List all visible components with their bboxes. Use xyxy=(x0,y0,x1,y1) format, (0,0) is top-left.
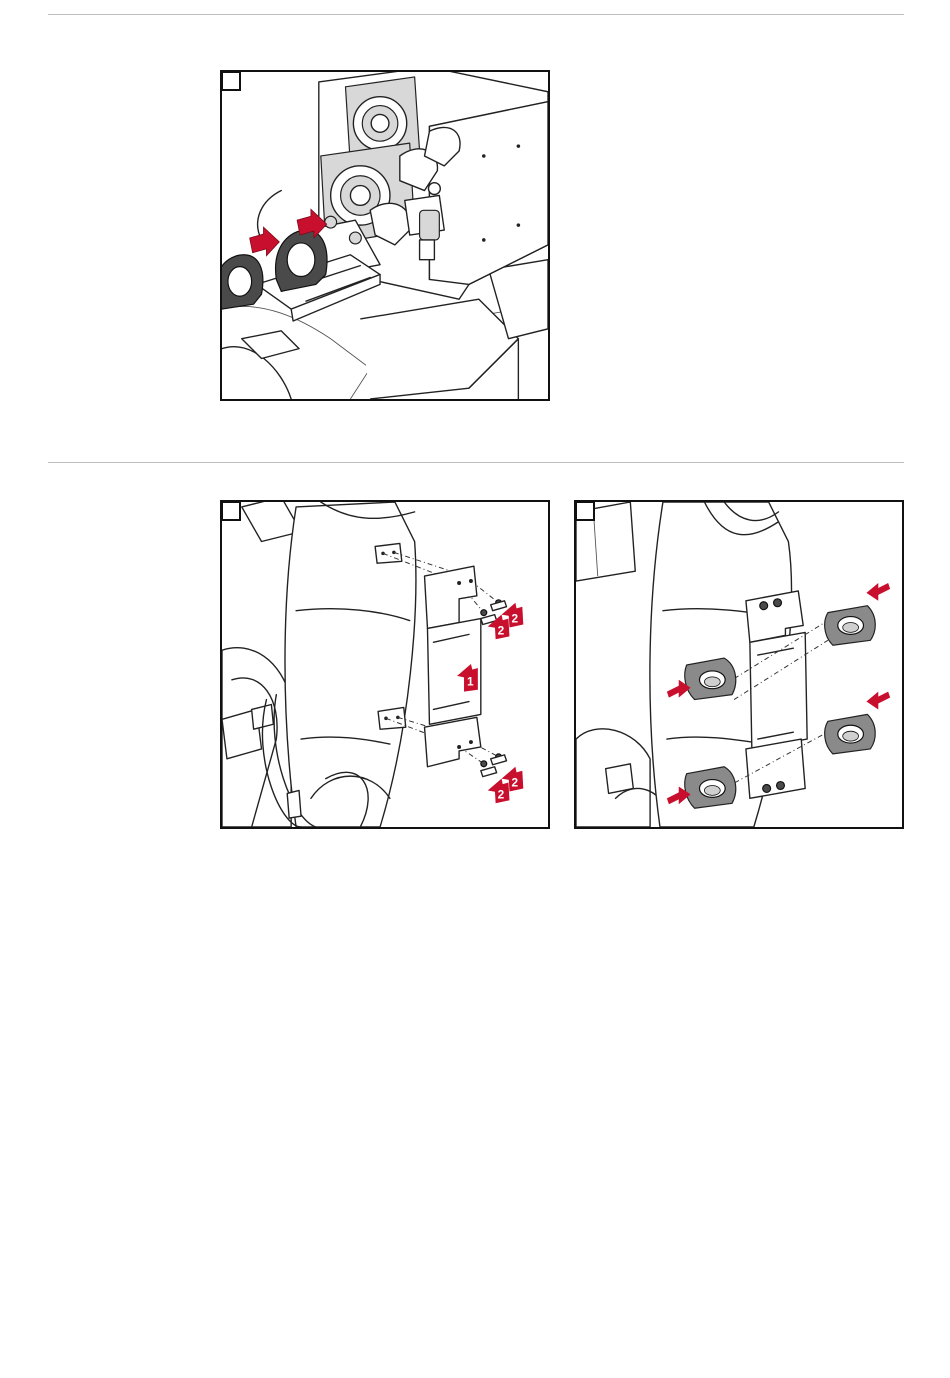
illustration-mounting-plate: 1 2 2 2 2 xyxy=(222,502,548,827)
figure-mounting-plate-screws: 1 2 2 2 2 xyxy=(220,500,550,829)
holder-ring-lower-right xyxy=(825,714,876,754)
section-divider xyxy=(48,462,904,463)
svg-text:1: 1 xyxy=(467,675,474,689)
holder-ring-upper-left xyxy=(685,658,736,699)
arrow-icon xyxy=(866,583,890,601)
arrow-icon xyxy=(866,692,890,710)
top-divider xyxy=(48,14,904,15)
step-number-box xyxy=(575,501,595,521)
step-number-box xyxy=(221,501,241,521)
figure-wire-feeder-holder-mount xyxy=(220,70,550,401)
illustration-holder-rings xyxy=(576,502,902,827)
callout-2-bottom-b: 2 xyxy=(488,779,510,804)
holder-ring-upper-right xyxy=(825,606,876,646)
svg-text:2: 2 xyxy=(511,775,518,789)
svg-text:2: 2 xyxy=(511,612,518,626)
arrow-icon xyxy=(250,227,280,256)
step-number-box xyxy=(221,71,241,91)
svg-text:2: 2 xyxy=(498,623,505,637)
holder-ring-lower-left xyxy=(685,767,736,808)
figure-holder-rings-mount xyxy=(574,500,904,829)
svg-text:2: 2 xyxy=(498,787,505,801)
illustration-wire-feeder xyxy=(222,72,548,399)
